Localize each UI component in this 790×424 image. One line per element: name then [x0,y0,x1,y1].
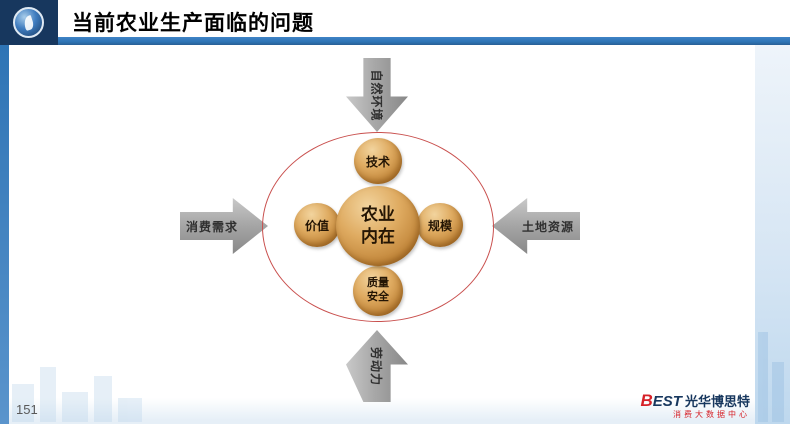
node-quality-safety-label-1: 质量 [367,277,389,290]
building-silhouette [118,398,142,422]
building-silhouette [12,384,34,422]
arrow-labor-force: 劳动力 [346,330,408,402]
node-scale: 规模 [417,203,463,247]
left-accent-stripe [0,45,9,424]
arrow-labor-force-label: 劳动力 [369,346,384,386]
arrow-natural-environment-label: 自然环境 [369,68,384,122]
node-technology-label: 技术 [365,154,390,169]
arrow-consumer-demand: 消费需求 [180,198,268,254]
logo-sail-shape [22,14,35,32]
company-logo [0,0,58,45]
arrow-consumer-demand-label: 消费需求 [186,219,239,234]
bottom-decor-panel [9,398,755,424]
arrow-natural-environment: 自然环境 [346,58,408,132]
node-technology: 技术 [354,138,402,184]
boundary-ellipse [262,132,494,322]
brand-name: EST [652,392,682,410]
node-agriculture-core: 农业 内在 [336,186,420,266]
node-agriculture-core-label-1: 农业 [361,204,395,224]
building-silhouette [772,362,784,422]
node-agriculture-core-label-2: 内在 [361,227,395,246]
header-accent-bar [0,37,790,45]
brand-subtitle: 消费大数据中心 [673,410,750,420]
building-silhouette [94,376,112,422]
page-number: 151 [16,402,38,417]
arrow-land-resources: 土地资源 [492,198,580,254]
node-value: 价值 [294,203,340,247]
building-silhouette [40,367,56,422]
slide-title: 当前农业生产面临的问题 [72,12,314,35]
skyline-left [12,362,152,422]
skyline-right [756,312,788,422]
building-silhouette [62,392,88,422]
brand-mark: B [640,390,653,410]
building-silhouette [758,332,768,422]
node-value-label: 价值 [304,218,329,233]
company-logo-icon [13,7,44,38]
node-quality-safety-label-2: 安全 [367,291,389,303]
node-quality-safety: 质量 安全 [353,266,403,316]
node-scale-label: 规模 [427,218,452,233]
brand-cn-name: 光华博思特 [684,393,750,409]
arrow-land-resources-label: 土地资源 [521,219,574,234]
